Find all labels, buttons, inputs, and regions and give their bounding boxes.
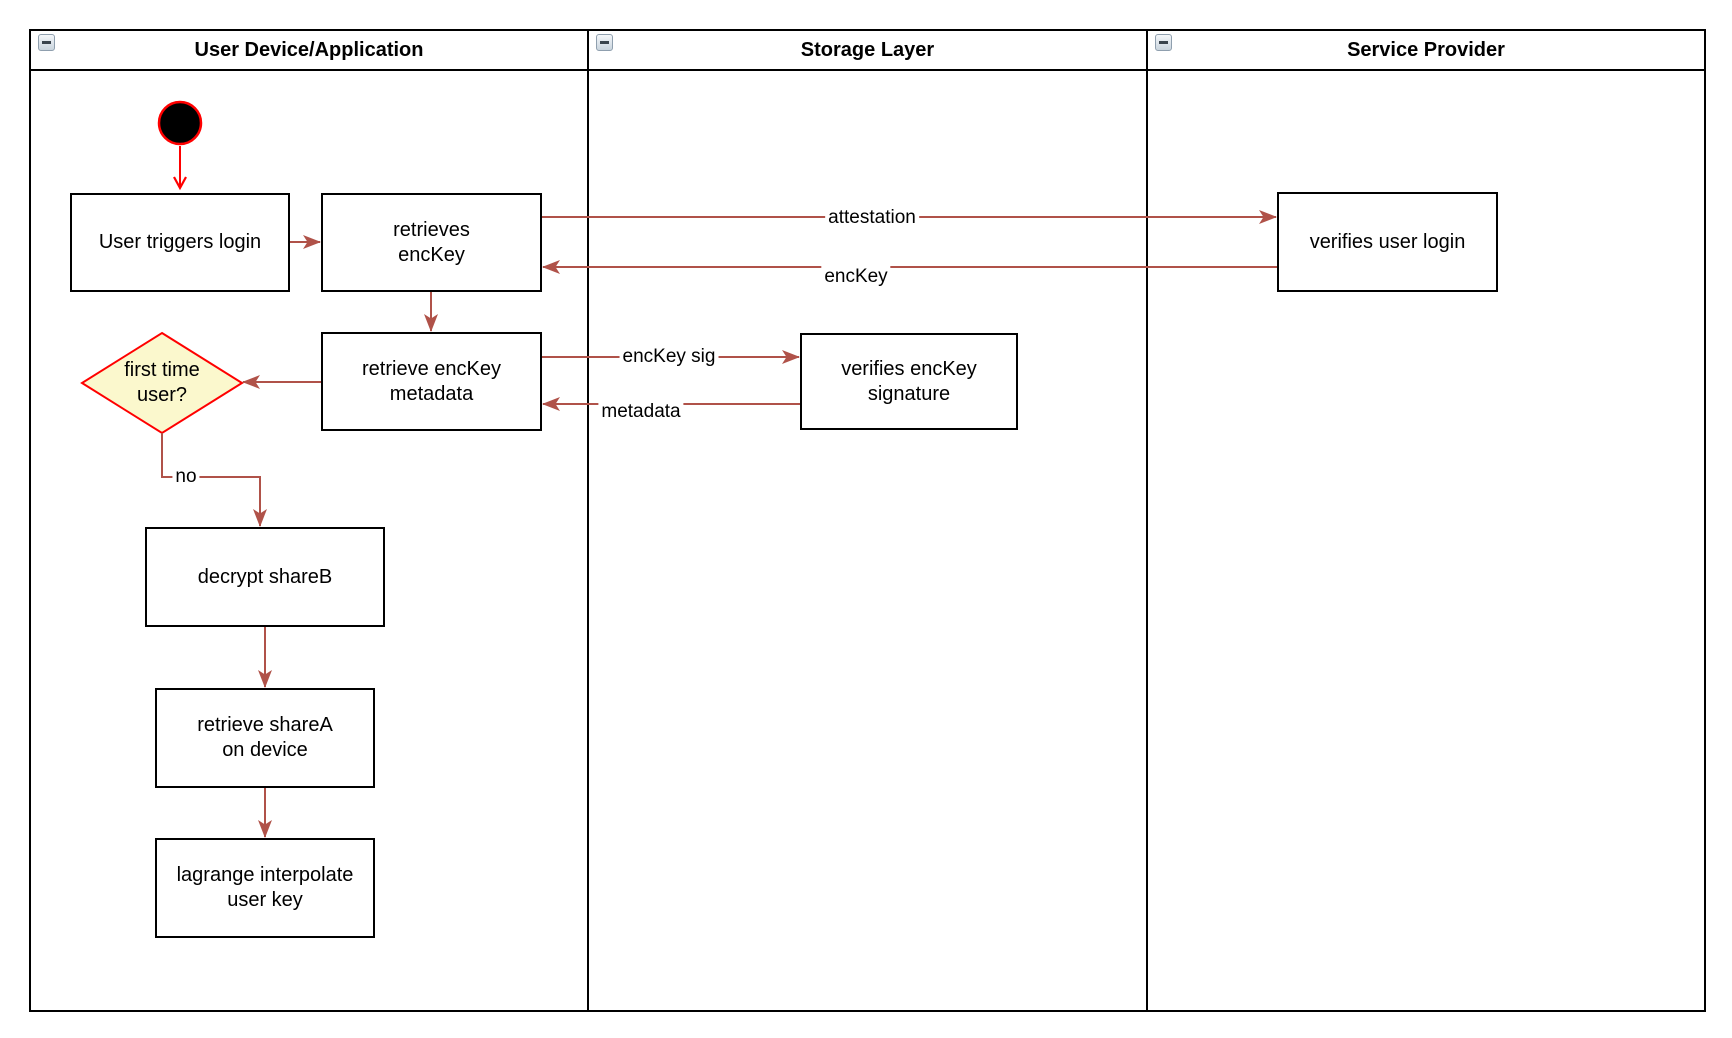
action-decrypt-shareb[interactable]: decrypt shareB	[145, 527, 385, 627]
collapse-icon[interactable]	[596, 34, 613, 51]
action-label: retrieves	[393, 218, 470, 241]
action-verifies-user-login[interactable]: verifies user login	[1277, 192, 1498, 292]
action-label: lagrange interpolate	[176, 864, 354, 886]
action-label: on device	[222, 739, 308, 761]
action-label: retrieve encKey	[362, 357, 501, 380]
edge-label-enckey-sig: encKey sig	[619, 346, 719, 368]
action-label: verifies encKey	[841, 357, 977, 380]
action-retrieve-enckey-metadata[interactable]: retrieve encKey metadata	[321, 332, 542, 431]
collapse-icon[interactable]	[38, 34, 55, 51]
action-lagrange-interpolate-user-key[interactable]: lagrange interpolate user key	[155, 838, 375, 938]
lane-title-service-provider: Service Provider	[1347, 39, 1505, 61]
action-label: user key	[227, 889, 303, 911]
minus-icon	[1159, 41, 1168, 44]
start-node[interactable]	[157, 100, 203, 146]
lane-title-storage-layer: Storage Layer	[800, 39, 935, 61]
action-label: retrieve shareA	[197, 714, 333, 736]
action-label: signature	[867, 382, 951, 405]
edge-label-attestation: attestation	[825, 207, 919, 229]
pool-frame[interactable]	[29, 29, 1706, 1012]
action-user-triggers-login[interactable]: User triggers login	[70, 193, 290, 292]
action-retrieves-enckey[interactable]: retrieves encKey	[321, 193, 542, 292]
action-label: decrypt shareB	[197, 565, 333, 588]
edge-label-enckey: encKey	[821, 266, 891, 288]
action-label: User triggers login	[98, 231, 262, 253]
decision-first-time-user[interactable]	[80, 331, 244, 435]
action-label: verifies user login	[1309, 230, 1466, 253]
action-verifies-enckey-signature[interactable]: verifies encKey signature	[800, 333, 1018, 430]
minus-icon	[600, 41, 609, 44]
edge-label-no: no	[172, 466, 200, 488]
action-retrieve-sharea-on-device[interactable]: retrieve shareA on device	[155, 688, 375, 788]
edge-label-metadata: metadata	[598, 401, 684, 423]
lane-title-user-device: User Device/Application	[194, 39, 424, 61]
action-label: metadata	[389, 382, 474, 405]
collapse-icon[interactable]	[1155, 34, 1172, 51]
edge-no-branch[interactable]	[161, 433, 267, 527]
minus-icon	[42, 41, 51, 44]
action-label: encKey	[398, 243, 465, 266]
